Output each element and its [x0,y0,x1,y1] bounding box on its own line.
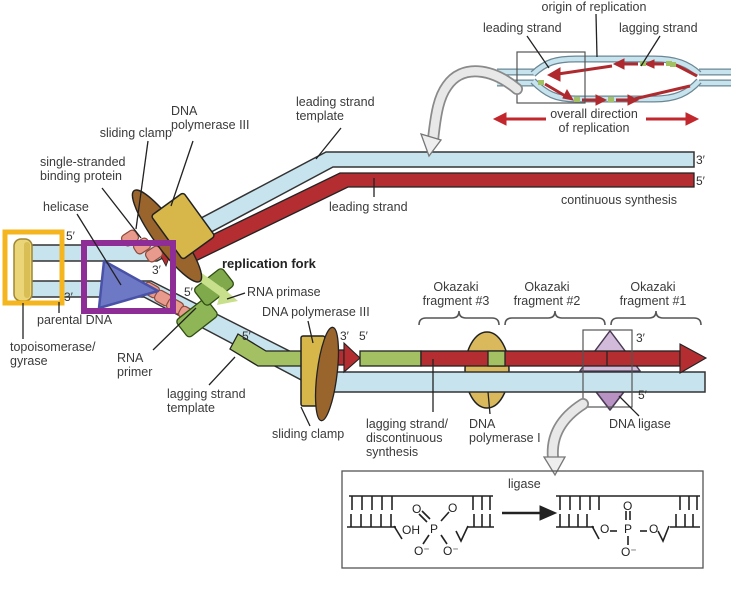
direction-arrows [492,112,700,126]
leading-strand-band [170,172,695,270]
ssb-label: single-stranded binding protein [40,155,126,183]
rna-primer-segment-okazaki3 [359,350,422,367]
lagging-strand-inset-label: lagging strand [619,21,698,35]
dna-ligase-diamond [579,330,641,411]
origin-of-replication-label: origin of replication [541,0,647,14]
chem-o-top2: O [623,499,633,513]
ligase-inset-box [341,470,704,569]
rna-primase-complex [176,268,238,338]
chem-p-right: P [624,522,633,536]
topoisomerase-shade [24,242,30,298]
lagging-discontinuous-label: lagging strand/ discontinuous synthesis [366,417,449,459]
chem-o-minus-right: O⁻ [443,544,459,558]
dna-ligase-label: DNA ligase [609,417,671,431]
prime-leading-5: 5′ [696,174,705,188]
leading-strand-template-label: leading strand template [296,95,375,123]
prime-fork-5: 5′ [184,285,193,299]
overall-direction-label: overall direction of replication [550,107,638,135]
topoisomerase-label: topoisomerase/ gyrase [10,340,96,368]
zoom-arrow-top [419,65,523,158]
ligase-zoom-rect [582,329,633,408]
dna-polymerase-1-label: DNA polymerase I [469,417,541,445]
dna-polymerase-1-oval [464,331,510,409]
sliding-clamp-lower-disc [314,326,340,422]
ligase-label: ligase [508,477,541,491]
sliding-clamp-lower-label: sliding clamp [272,427,345,441]
prime-template-3: 3′ [696,153,705,167]
okazaki-fragments-red-band [420,350,681,367]
dna-polymerase-3-upper-block [151,192,215,260]
purple-highlight-box [81,240,176,314]
dna-polymerase-3-lower-label: DNA polymerase III [262,305,370,319]
rna-primer-label: RNA primer [117,351,153,379]
prime-okazaki1-3: 3′ [636,331,645,345]
new-fragment-arrowhead [343,341,361,374]
sliding-clamp-upper-label: sliding clamp [99,126,172,140]
okazaki-3-label: Okazaki fragment #3 [422,280,490,308]
okazaki1-arrowhead [679,343,708,374]
rna-primer-being-replaced [487,350,506,367]
yellow-highlight-box [2,229,65,306]
chem-p-left: P [430,522,439,536]
prime-primer-5: 5′ [242,329,251,343]
prime-parental-5: 5′ [66,229,75,243]
leading-strand-label: leading strand [329,200,408,214]
continuous-synthesis-label: continuous synthesis [561,193,678,207]
pointer-lines [22,13,661,427]
lagging-strand-template-label: lagging strand template [167,387,246,415]
helicase-label: helicase [43,200,89,214]
okazaki-braces [418,310,702,326]
chem-oh: OH [402,523,420,537]
prime-okazaki1-5: 5′ [638,388,647,402]
chem-o-right2: O [649,522,659,536]
leading-strand-inset-label: leading strand [483,21,562,35]
prime-parental-3: 3′ [64,290,73,304]
chem-o-left2: O [600,522,610,536]
okazaki-2-label: Okazaki fragment #2 [513,280,581,308]
chem-o-top-left: O [412,502,422,516]
dna-polymerase-3-upper-label: DNA polymerase III [171,104,250,132]
chemistry-drawing [347,495,700,545]
chem-o-minus2: O⁻ [621,545,637,559]
rna-primase-label: RNA primase [247,285,321,299]
bubble-zoom-rect [516,51,586,104]
okazaki-1-label: Okazaki fragment #1 [619,280,687,308]
parental-dna-label: parental DNA [37,313,113,327]
zoom-arrow-bottom [542,398,589,477]
replication-bubble-inset [492,51,731,126]
chem-o-minus-left: O⁻ [414,544,430,558]
prime-frag-new-3: 3′ [340,329,349,343]
prime-fork-3: 3′ [152,263,161,277]
replication-fork-label: replication fork [222,256,316,271]
chem-o-top-right: O [448,501,458,515]
prime-frag-next-5: 5′ [359,329,368,343]
